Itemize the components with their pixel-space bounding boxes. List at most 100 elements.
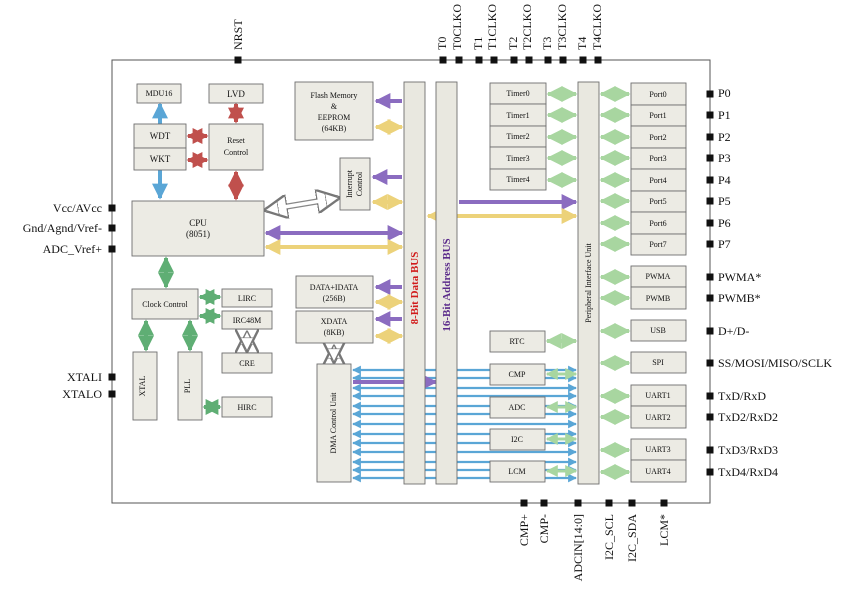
cmp-block [489, 363, 546, 386]
port3-label: Port3 [649, 154, 666, 163]
uart3-label: UART3 [645, 445, 670, 454]
cpu-label-1: CPU [189, 218, 207, 228]
pin-left-2 [108, 245, 116, 253]
pin-label-p2: P2 [718, 130, 731, 144]
pin-bottom-3 [605, 499, 613, 507]
pin-right-2 [706, 133, 714, 141]
pin-label-p4: P4 [718, 173, 731, 187]
uart1-label: UART1 [645, 391, 670, 400]
pin-label-pwma: PWMA* [718, 270, 761, 284]
dma-control-block [316, 363, 352, 483]
pin-label-xtali: XTALI [67, 370, 102, 384]
pwma-label: PWMA [646, 272, 671, 281]
port7-label: Port7 [649, 240, 666, 249]
data-idata-label-2: (256B) [323, 294, 346, 303]
hirc-block [221, 396, 273, 418]
port6-label: Port6 [649, 219, 666, 228]
pin-left-3 [108, 373, 116, 381]
pin-label-uart2: TxD2/RxD2 [718, 410, 778, 424]
pin-label-xtalo: XTALO [62, 387, 102, 401]
pin-top-5 [525, 56, 533, 64]
pin-right-0 [706, 90, 714, 98]
clock-control-label: Clock Control [142, 300, 188, 309]
timer-blocks: Timer0 Timer1 Timer2 Timer3 Timer4 [489, 82, 547, 191]
pin-top-9 [594, 56, 602, 64]
peripheral-interface-unit [577, 81, 600, 485]
pin-label-t1: T1 [471, 37, 485, 50]
pll-label: PLL [183, 379, 192, 393]
interrupt-label-1: Interrupt [345, 169, 354, 198]
spi-label: SPI [652, 358, 664, 367]
piu-label: Peripheral Interface Unit [584, 242, 593, 322]
reset-label-1: Reset [227, 136, 246, 145]
pin-left-4 [108, 390, 116, 398]
data-idata-label-1: DATA+IDATA [310, 283, 359, 292]
pin-bottom-1 [540, 499, 548, 507]
rtc-label: RTC [509, 337, 524, 346]
pins [108, 56, 714, 507]
pin-left-1 [108, 224, 116, 232]
port5-label: Port5 [649, 197, 666, 206]
data-bus-label: 8-Bit Data BUS [409, 252, 421, 325]
pin-right-10 [706, 327, 714, 335]
pin-right-4 [706, 176, 714, 184]
pin-label-uart1: TxD/RxD [718, 389, 766, 403]
pin-right-7 [706, 240, 714, 248]
pin-top-6 [544, 56, 552, 64]
interrupt-label-2: Control [355, 171, 364, 196]
pin-right-3 [706, 154, 714, 162]
pin-label-p5: P5 [718, 194, 731, 208]
pin-label-gnd: Gnd/Agnd/Vref- [23, 221, 102, 235]
pin-bottom-0 [520, 499, 528, 507]
cmp-label: CMP [509, 370, 526, 379]
mdu16-label: MDU16 [146, 89, 173, 98]
pin-top-0 [439, 56, 447, 64]
pin-label-t0clko: T0CLKO [450, 4, 464, 50]
pin-right-1 [706, 111, 714, 119]
pin-label-pwmb: PWMB* [718, 291, 761, 305]
lvd-label: LVD [227, 89, 245, 99]
flash-memory-block [294, 81, 374, 141]
pin-right-15 [706, 468, 714, 476]
pin-right-13 [706, 413, 714, 421]
data-bus [403, 81, 426, 485]
timer0-label: Timer0 [506, 89, 529, 98]
lcm-block [489, 460, 546, 483]
pin-top-4 [510, 56, 518, 64]
pll-block [177, 351, 203, 421]
lirc-label: LIRC [238, 294, 256, 303]
pin-right-6 [706, 219, 714, 227]
pin-label-p7: P7 [718, 237, 731, 251]
pin-top-1 [455, 56, 463, 64]
mdu16-block [136, 83, 182, 104]
reset-control-block [208, 123, 264, 171]
lirc-block [221, 288, 273, 308]
xtal-block [132, 351, 158, 421]
data-idata-block [295, 275, 374, 309]
timer3-label: Timer3 [506, 154, 529, 163]
pin-label-nrst: NRST [231, 19, 245, 50]
pin-label-p6: P6 [718, 216, 731, 230]
pin-label-t3clko: T3CLKO [555, 4, 569, 50]
pin-label-cmp-minus: CMP- [537, 514, 551, 543]
pwmb-block [630, 286, 687, 310]
pin-label-adc-vref: ADC_Vref+ [43, 242, 103, 256]
usb-label: USB [650, 326, 666, 335]
pin-label-p1: P1 [718, 108, 731, 122]
lcm-label: LCM [508, 467, 525, 476]
timer2-label: Timer2 [506, 132, 529, 141]
reset-label-2: Control [224, 148, 249, 157]
right-pin-labels: P0 P1 P2 P3 P4 P5 P6 P7 PWMA* PWMB* D+/D… [718, 86, 832, 479]
port7-block [630, 233, 687, 256]
pin-label-i2c-sda: I2C_SDA [625, 514, 639, 562]
flash-label-2: & [331, 102, 338, 111]
xdata-block [295, 310, 374, 344]
pin-label-t4clko: T4CLKO [590, 4, 604, 50]
wkt-label: WKT [150, 154, 171, 164]
pin-right-5 [706, 197, 714, 205]
pin-top-8 [579, 56, 587, 64]
uart4-block [630, 459, 687, 483]
pin-label-i2c-scl: I2C_SCL [602, 514, 616, 560]
uart2-block [630, 405, 687, 429]
